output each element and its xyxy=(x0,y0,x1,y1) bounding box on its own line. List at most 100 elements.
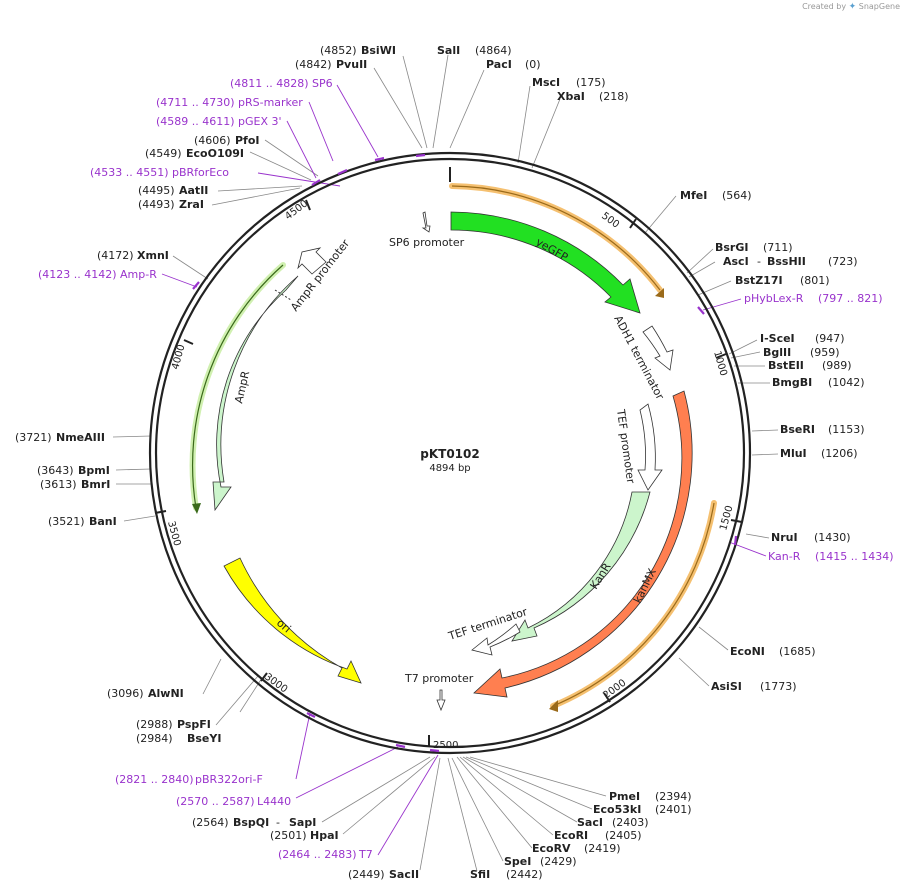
site-bpmi-name: BpmI xyxy=(78,464,110,477)
site-sfii-name: SfiI xyxy=(470,868,490,881)
site-bsiwi-pos: (4852) xyxy=(320,44,357,57)
site-pspfi-pos: (2988) xyxy=(136,718,173,731)
scale-ticks xyxy=(154,199,743,746)
primer-marks xyxy=(192,153,738,753)
feature-tef-terminator xyxy=(471,623,521,656)
site-sacii-name: SacII xyxy=(389,868,419,881)
site-bsrgi-pos: (711) xyxy=(763,241,793,254)
site-mlui-pos: (1206) xyxy=(821,447,858,460)
site-msci-pos: (175) xyxy=(576,76,606,89)
site-xbai-pos: (218) xyxy=(599,90,629,103)
feature-tef-promoter-label: TEF promoter xyxy=(614,408,637,485)
feature-tef-promoter xyxy=(637,403,663,491)
site-bsrgi-name: BsrGI xyxy=(715,241,748,254)
site-bsshii-name: BssHII xyxy=(767,255,806,268)
feature-sp6-promoter xyxy=(421,211,431,233)
primer-prs-marker-range: (4711 .. 4730) xyxy=(156,96,235,109)
site-aatii-pos: (4495) xyxy=(138,184,175,197)
plasmid-name: pKT0102 xyxy=(420,447,479,461)
primer-amp-r-name: Amp-R xyxy=(120,268,157,281)
backbone-outer xyxy=(148,151,752,755)
site-bglii-name: BglII xyxy=(763,346,791,359)
site-nrui-name: NruI xyxy=(771,531,798,544)
feature-ori xyxy=(223,557,362,684)
site-pspfi-name: PspFI xyxy=(177,718,211,731)
primer-sp6-range: (4811 .. 4828) xyxy=(230,77,309,90)
primer-lines xyxy=(161,84,767,856)
primer-pgex3-name: pGEX 3' xyxy=(238,115,282,128)
site-bpmi-pos: (3643) xyxy=(37,464,74,477)
plasmid-length: 4894 bp xyxy=(429,463,470,474)
site-bmgbi-pos: (1042) xyxy=(828,376,865,389)
site-i-scei-name: I-SceI xyxy=(760,332,795,345)
site-pfoi-pos: (4606) xyxy=(194,134,231,147)
primer-pbr322ori-f-range: (2821 .. 2840) xyxy=(115,773,194,786)
tick-2500: 2500 xyxy=(433,740,458,751)
snapgene-logo-icon: ✦ xyxy=(848,2,857,12)
site-pmei-pos: (2394) xyxy=(655,790,692,803)
site-saci-name: SacI xyxy=(577,816,603,829)
site-asci-pos: (723) xyxy=(828,255,858,268)
site-ecori-pos: (2405) xyxy=(605,829,642,842)
site-msci-name: MscI xyxy=(532,76,560,89)
site-bani-pos: (3521) xyxy=(48,515,85,528)
orf-arc-kan-core xyxy=(552,502,715,707)
leader-lines xyxy=(112,54,779,872)
site-bseri-name: BseRI xyxy=(780,423,815,436)
site-sfii-pos: (2442) xyxy=(506,868,543,881)
site-bmgbi-name: BmgBI xyxy=(772,376,812,389)
site-bstz17i-name: BstZ17I xyxy=(735,274,783,287)
site-eco53ki-pos: (2401) xyxy=(655,803,692,816)
feature-t7-promoter xyxy=(436,689,446,712)
site-i-scei-pos: (947) xyxy=(815,332,845,345)
orf-arc-amp-core xyxy=(191,264,284,509)
site-bspqi-sep: - xyxy=(276,816,280,829)
site-ecoo109i-pos: (4549) xyxy=(145,147,182,160)
site-saci-pos: (2403) xyxy=(612,816,649,829)
site-mfei-name: MfeI xyxy=(680,189,707,202)
site-sapi-name: SapI xyxy=(289,816,316,829)
backbone-inner xyxy=(154,157,746,749)
site-eco53ki-name: Eco53kI xyxy=(593,803,641,816)
primer-pgex3-range: (4589 .. 4611) xyxy=(156,115,235,128)
site-ecorv-name: EcoRV xyxy=(532,842,571,855)
site-xbai-name: XbaI xyxy=(557,90,585,103)
feature-kanmx-label: kanMX xyxy=(631,566,659,605)
site-bseyi-pos: (2984) xyxy=(136,732,173,745)
orf-arc-yegfp-head xyxy=(655,288,664,298)
site-paci-pos: (0) xyxy=(525,58,541,71)
site-zrai-pos: (4493) xyxy=(138,198,175,211)
site-econi-name: EcoNI xyxy=(730,645,765,658)
site-bsiwi-name: BsiWI xyxy=(361,44,396,57)
feature-yegfp xyxy=(450,211,641,314)
site-ecori-name: EcoRI xyxy=(554,829,588,842)
site-bmri-name: BmrI xyxy=(81,478,110,491)
site-ecorv-pos: (2419) xyxy=(584,842,621,855)
site-bsteii-name: BstEII xyxy=(768,359,804,372)
site-ecoo109i-name: EcoO109I xyxy=(186,147,244,160)
feature-t7-promoter-label: T7 promoter xyxy=(404,672,474,685)
site-bglii-pos: (959) xyxy=(810,346,840,359)
site-bseyi-name: BseYI xyxy=(187,732,221,745)
site-econi-pos: (1685) xyxy=(779,645,816,658)
tick-500: 500 xyxy=(599,211,621,231)
site-hpai-name: HpaI xyxy=(310,829,339,842)
primer-phyblex-r-range: (797 .. 821) xyxy=(818,292,883,305)
primer-amp-r-range: (4123 .. 4142) xyxy=(38,268,117,281)
site-pfoi-name: PfoI xyxy=(235,134,260,147)
site-sali-pos: (4864) xyxy=(475,44,512,57)
primer-l4440-range: (2570 .. 2587) xyxy=(176,795,255,808)
orf-arc-yegfp-core xyxy=(451,185,661,291)
feature-kanmx xyxy=(473,390,693,698)
primer-kan-r-name: Kan-R xyxy=(768,550,801,563)
orf-arc-kan-head xyxy=(549,700,558,712)
site-spei-pos: (2429) xyxy=(540,855,577,868)
credit-prefix: Created by xyxy=(802,2,847,11)
primer-prs-marker-name: pRS-marker xyxy=(238,96,303,109)
snapgene-credit: Created by ✦ SnapGene xyxy=(802,2,900,12)
ampr-signal-segment xyxy=(274,289,292,301)
site-asci-name: AscI xyxy=(723,255,749,268)
primer-sp6-name: SP6 xyxy=(312,77,333,90)
primer-t7-range: (2464 .. 2483) xyxy=(278,848,357,861)
